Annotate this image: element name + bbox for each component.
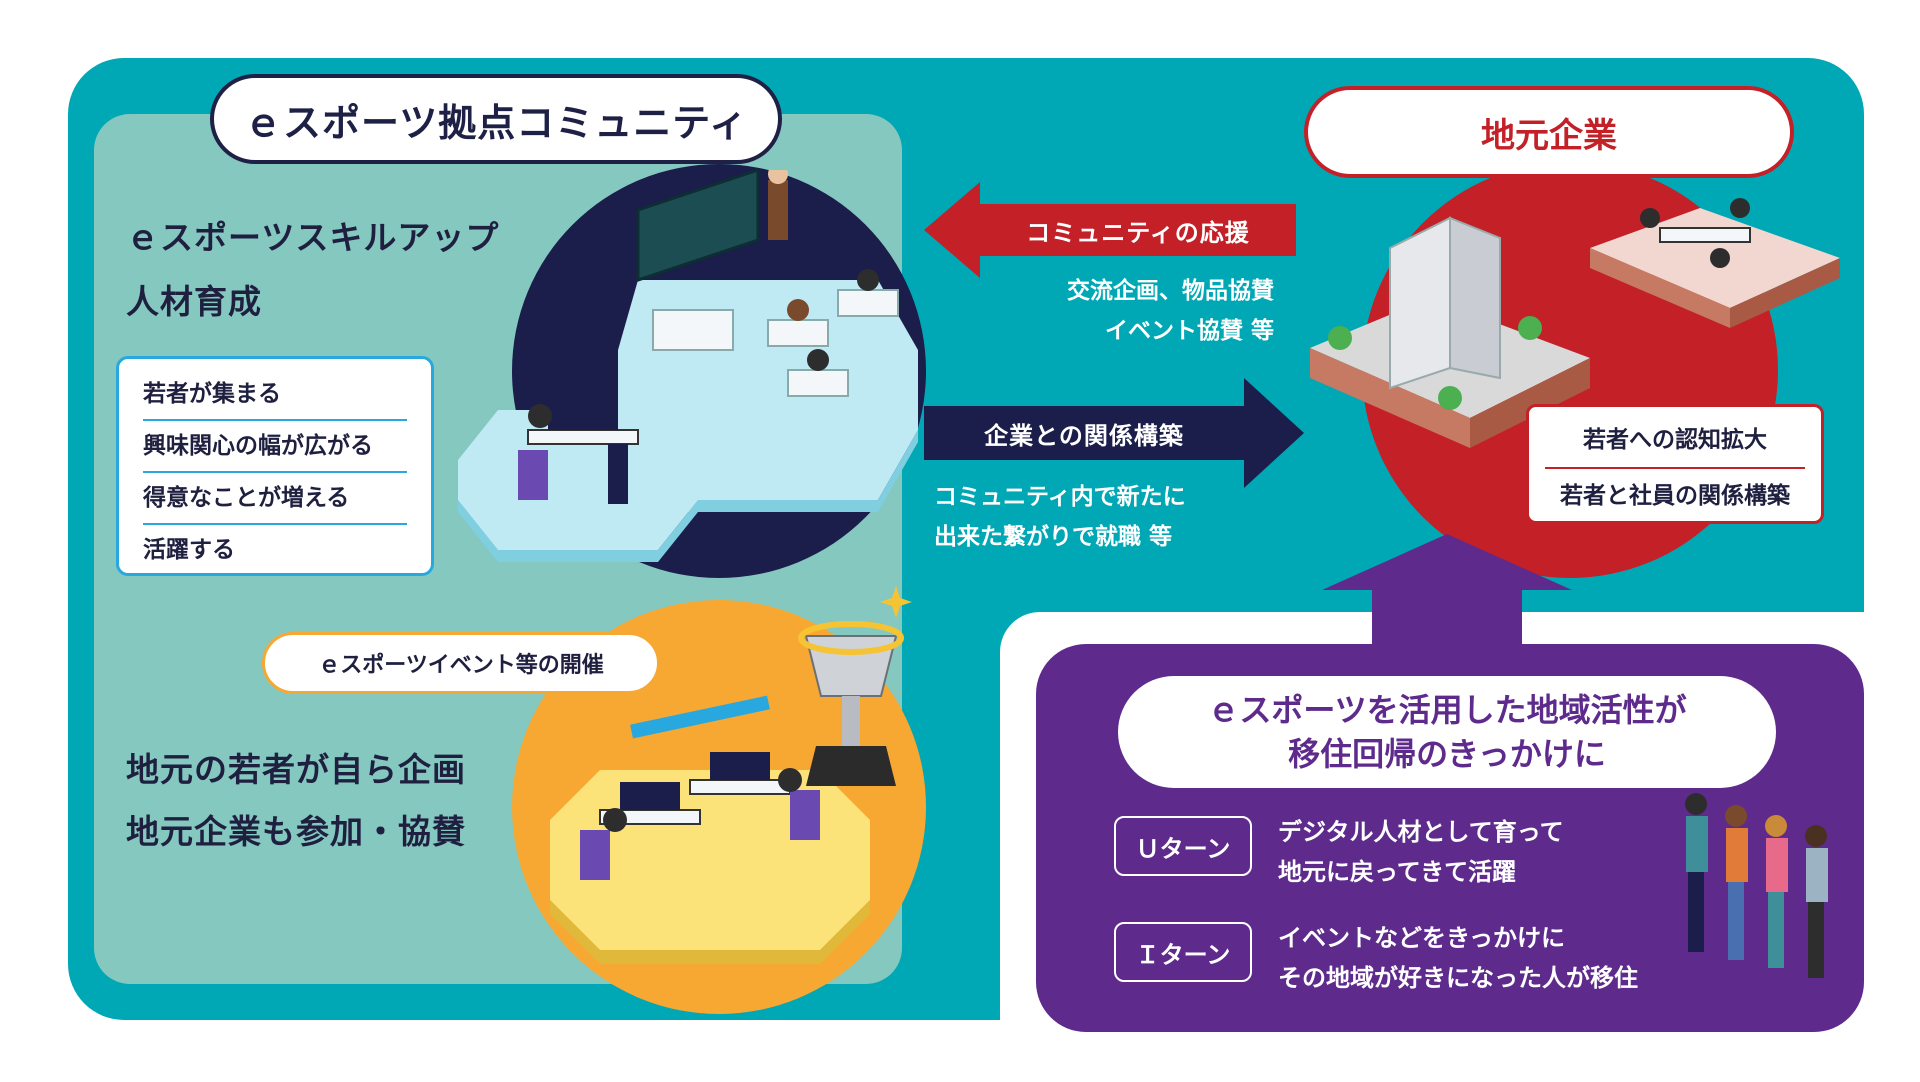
- gamer-chair: [518, 450, 548, 500]
- event-player-1: [603, 808, 627, 832]
- event-chair-2: [790, 790, 820, 840]
- event-illustration: [550, 695, 870, 964]
- teacher: [768, 180, 788, 240]
- event-chair-1: [580, 830, 610, 880]
- student-desk-3: [787, 369, 849, 397]
- office-floor-edge: [1590, 248, 1730, 328]
- region-title: ｅスポーツを活用した地域活性が 移住回帰のきっかけに: [1118, 676, 1776, 788]
- skill-item: 得意なことが増える: [143, 473, 407, 525]
- region-title-line-1: ｅスポーツを活用した地域活性が: [1207, 691, 1687, 729]
- i-turn-line-2: その地域が好きになった人が移住: [1278, 964, 1638, 992]
- student-2: [857, 269, 879, 291]
- skill-list-box: 若者が集まる 興味関心の幅が広がる 得意なことが増える 活躍する: [116, 356, 434, 576]
- building-base-front: [1470, 358, 1590, 448]
- skill-headline-1: ｅスポーツスキルアップ: [126, 218, 500, 257]
- worker-1: [1640, 208, 1660, 228]
- skill-item: 興味関心の幅が広がる: [143, 421, 407, 473]
- event-line-1: 地元の若者が自ら企画: [126, 750, 466, 789]
- building-base-side: [1310, 348, 1470, 448]
- event-line-2: 地元企業も参加・協賛: [126, 812, 466, 851]
- skill-item: 活躍する: [143, 537, 235, 563]
- gamer-monitor: [548, 402, 618, 430]
- community-title: ｅスポーツ拠点コミュニティ: [210, 74, 782, 164]
- trophy-icon: [798, 586, 912, 786]
- support-arrow: [924, 182, 1296, 278]
- event-monitor-2: [710, 752, 770, 780]
- i-turn-badge: Ｉターン: [1114, 922, 1252, 982]
- student-1: [787, 299, 809, 321]
- worker-3: [1710, 248, 1730, 268]
- relation-note-2: 出来た繋がりで就職 等: [934, 524, 1173, 550]
- u-turn-badge: Ｕターン: [1114, 816, 1252, 876]
- company-illustration: [1310, 198, 1840, 448]
- building-tower-right: [1449, 216, 1501, 380]
- blackboard: [636, 170, 760, 283]
- relation-note-1: コミュニティ内で新たに: [934, 484, 1186, 510]
- support-note-1: 交流企画、物品協賛: [1067, 278, 1274, 304]
- u-turn-line-1: デジタル人材として育って: [1278, 818, 1564, 846]
- people-walking-illustration: [1685, 793, 1828, 978]
- local-company-title: 地元企業: [1304, 86, 1794, 178]
- benefit-item: 若者と社員の関係構築: [1560, 483, 1790, 509]
- benefit-list-box: 若者への認知拡大 若者と社員の関係構築: [1526, 404, 1824, 524]
- office-desk: [1659, 227, 1751, 243]
- event-label: ｅスポーツイベント等の開催: [262, 632, 660, 694]
- i-turn-line-1: イベントなどをきっかけに: [1278, 924, 1566, 952]
- student-desk-1: [767, 319, 829, 347]
- event-floor-edge: [550, 900, 870, 964]
- gamer-head: [528, 404, 552, 428]
- benefit-item: 若者への認知拡大: [1545, 413, 1805, 469]
- event-player-2: [778, 768, 802, 792]
- event-monitor-1: [620, 782, 680, 810]
- event-desk-2: [689, 779, 791, 795]
- office-floor-edge-2: [1730, 258, 1840, 328]
- relation-arrow-label: 企業との関係構築: [984, 421, 1184, 450]
- worker-2: [1730, 198, 1750, 218]
- score-bar: [630, 695, 770, 739]
- support-arrow-label: コミュニティの応援: [1026, 218, 1250, 247]
- teacher-desk: [652, 309, 734, 351]
- gamer-desk: [527, 429, 639, 445]
- tree-1: [1328, 326, 1352, 350]
- classroom-illustration: [458, 170, 918, 562]
- gamer-pc: [608, 444, 628, 504]
- u-turn-line-2: 地元に戻ってきて活躍: [1278, 858, 1517, 886]
- skill-headline-2: 人材育成: [126, 282, 262, 321]
- relation-arrow: [924, 378, 1304, 488]
- region-title-line-2: 移住回帰のきっかけに: [1288, 735, 1606, 773]
- tree-2: [1518, 316, 1542, 340]
- skill-item: 若者が集まる: [143, 369, 407, 421]
- support-note-2: イベント協賛 等: [1104, 318, 1274, 344]
- student-desk-2: [837, 289, 899, 317]
- tree-3: [1438, 386, 1462, 410]
- teacher-head: [768, 170, 788, 184]
- building-tower-left: [1389, 216, 1451, 390]
- student-3: [807, 349, 829, 371]
